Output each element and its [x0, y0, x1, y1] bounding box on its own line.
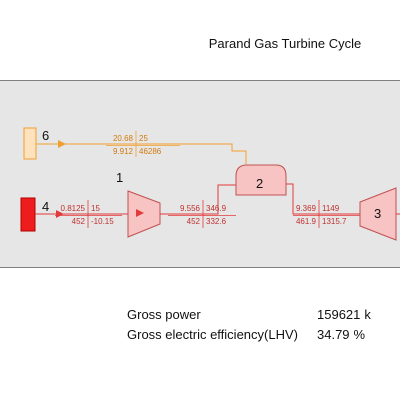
fuel-source-number: 6	[42, 128, 49, 143]
air-stream-line[interactable]	[35, 200, 128, 228]
efficiency-row: Gross electric efficiency(LHV) 34.79%	[127, 327, 400, 347]
air-source-number: 4	[42, 199, 49, 214]
fuel-stream-line[interactable]	[36, 131, 247, 164]
efficiency-unit: %	[353, 327, 366, 342]
fuel-source-block[interactable]	[23, 127, 37, 160]
fuel-stream-bottom-left: 9.912	[113, 147, 134, 156]
compressor-number: 1	[116, 170, 123, 185]
compressed-air-stream-line[interactable]	[160, 184, 237, 228]
combustor-unit[interactable]	[235, 164, 287, 196]
hot-gas-stream-line[interactable]	[286, 183, 360, 228]
compressed-air-top-left: 9.556	[180, 204, 201, 213]
efficiency-value: 34.79	[317, 327, 350, 342]
flowsheet-panel	[0, 80, 400, 268]
air-source-block[interactable]	[20, 197, 36, 232]
compressed-air-bottom-right: 332.6	[206, 217, 227, 226]
hot-gas-bottom-left: 461.9	[296, 217, 317, 226]
air-stream-bottom-left: 452	[72, 217, 86, 226]
compressor-unit[interactable]	[127, 190, 161, 238]
turbine-number: 3	[374, 206, 381, 221]
air-arrow-icon	[56, 210, 64, 218]
turbine-unit[interactable]	[359, 187, 397, 241]
fuel-stream-top-right: 25	[139, 134, 148, 143]
gross-power-label: Gross power	[127, 307, 201, 322]
fuel-arrow-icon	[58, 140, 66, 148]
hot-gas-top-right: 1149	[322, 204, 340, 213]
compressor-arrow-icon	[136, 209, 144, 217]
efficiency-value-group: 34.79%	[317, 327, 365, 342]
air-stream-top-left: 0.8125	[61, 204, 86, 213]
air-stream-top-right: 15	[91, 204, 100, 213]
hot-gas-top-left: 9.369	[296, 204, 317, 213]
diagram-title: Parand Gas Turbine Cycle	[208, 36, 362, 51]
fuel-stream-bottom-right: 46286	[139, 147, 162, 156]
compressed-air-bottom-left: 452	[187, 217, 201, 226]
gross-power-unit: k	[364, 307, 371, 322]
fuel-stream-top-left: 20.68	[113, 134, 134, 143]
combustor-number: 2	[256, 176, 263, 191]
air-stream-bottom-right: -10.15	[91, 217, 114, 226]
hot-gas-bottom-right: 1315.7	[322, 217, 347, 226]
gross-power-value: 159621	[317, 307, 361, 322]
efficiency-label: Gross electric efficiency(LHV)	[127, 327, 298, 342]
compressed-air-top-right: 346.9	[206, 204, 227, 213]
